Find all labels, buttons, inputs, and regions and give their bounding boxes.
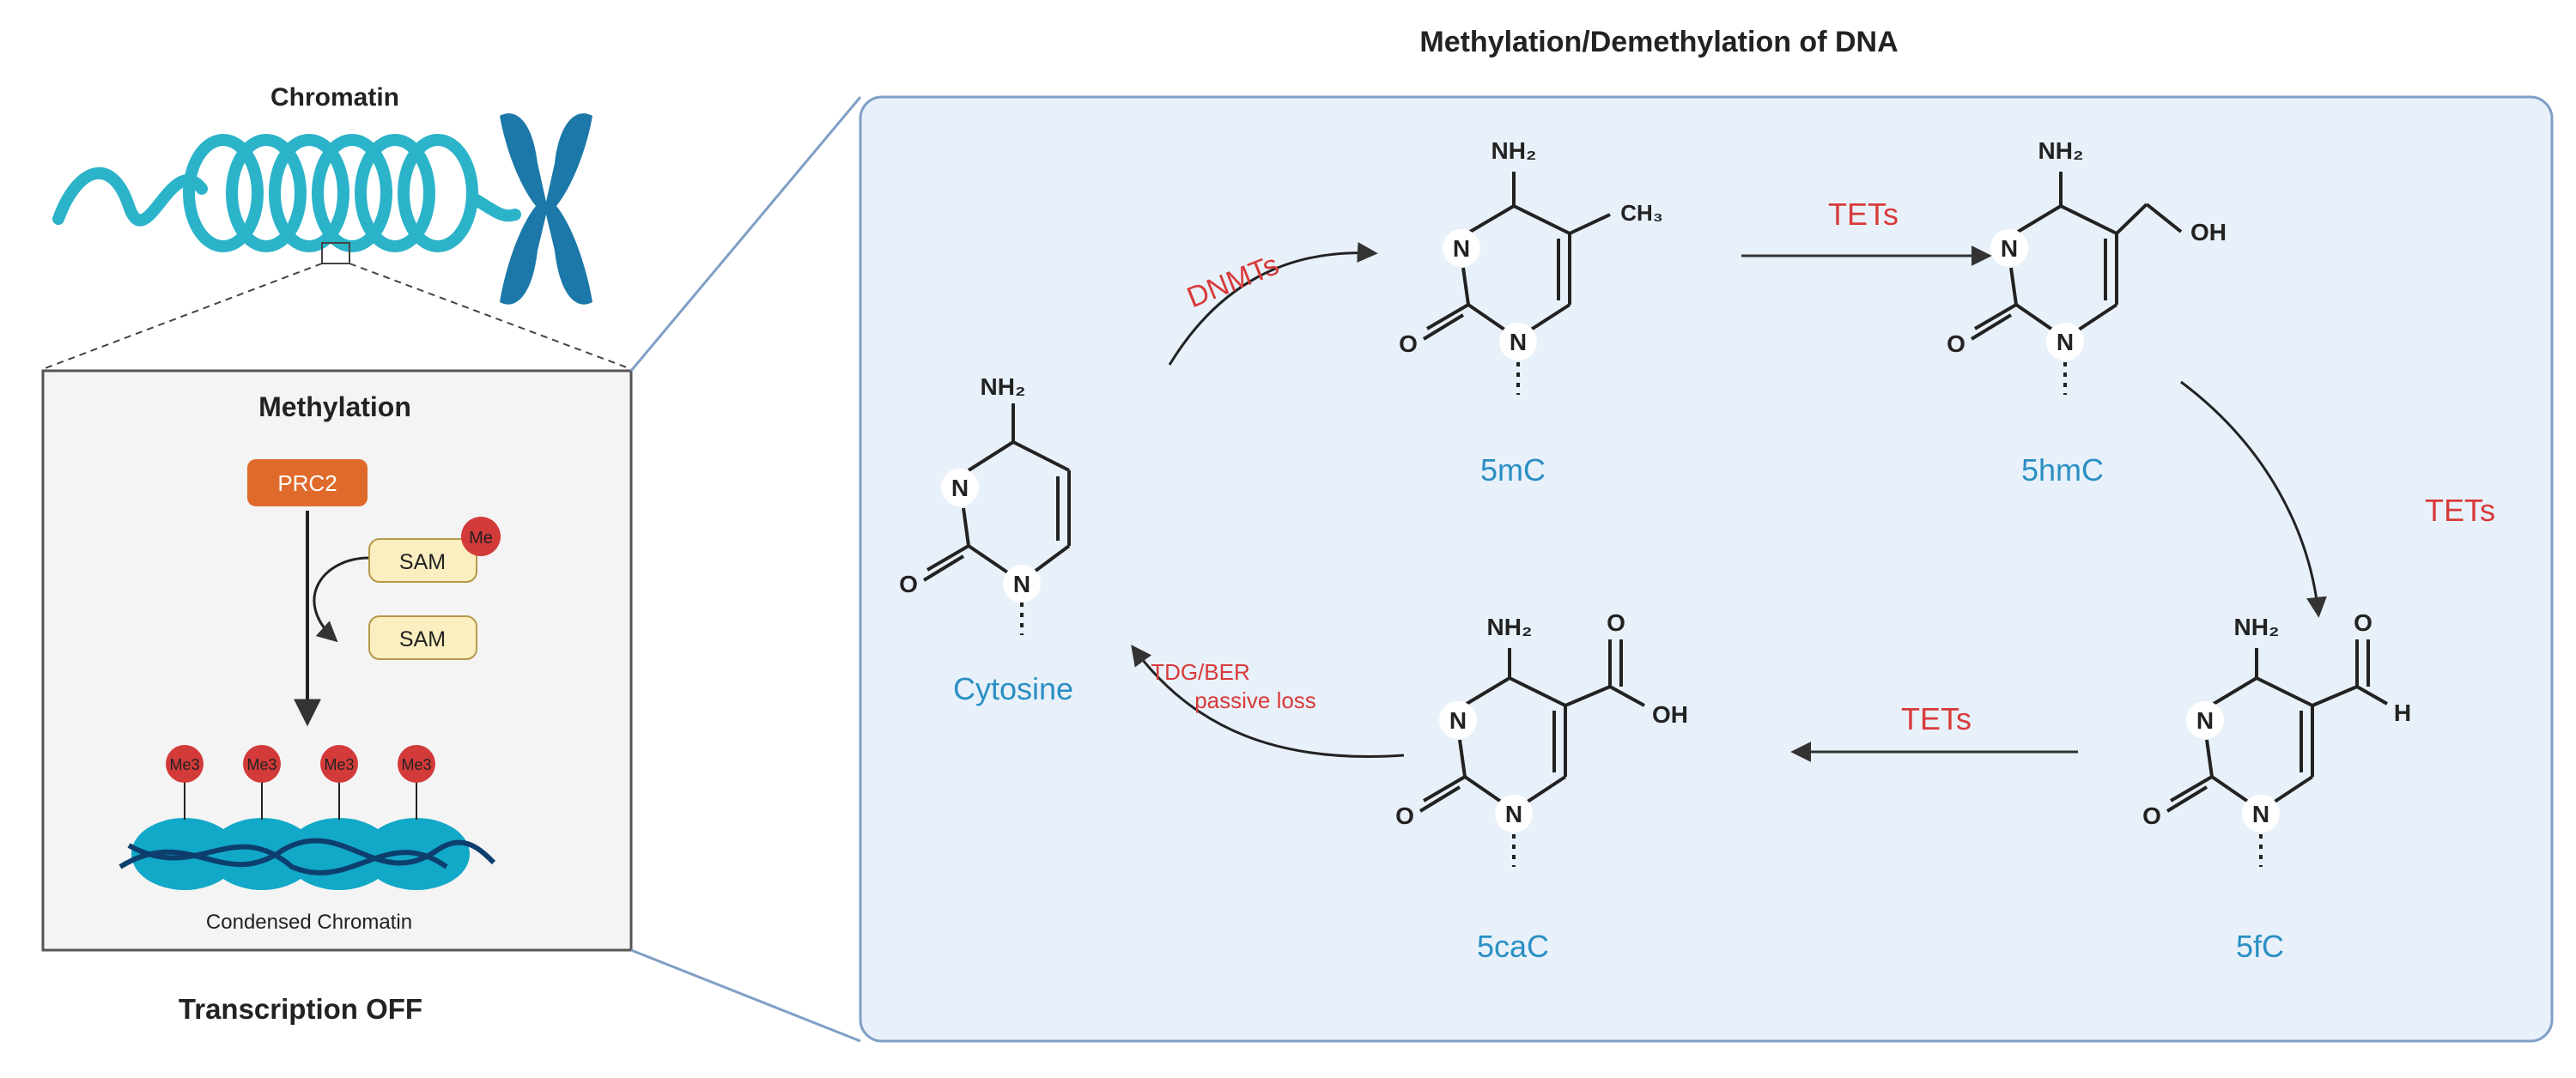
cytosine-label: Cytosine: [953, 671, 1073, 706]
me3-badges: Me3 Me3 Me3 Me3: [166, 745, 435, 783]
5cac-carboxyl-o: O: [1607, 609, 1625, 636]
chromatin-fiber-icon: [52, 134, 521, 252]
sam-bottom-box: [368, 615, 477, 660]
5mc-label: 5mC: [1480, 452, 1546, 488]
5fc-nh2: NH₂: [2234, 614, 2280, 640]
5fc-molecule: NH₂ N N O O H: [2142, 609, 2411, 867]
5cac-nh2: NH₂: [1487, 614, 1533, 640]
5cac-carboxyl-oh: OH: [1652, 701, 1688, 728]
me3-badge: [398, 745, 435, 783]
dnmts-arrow: [1168, 242, 1378, 366]
5fc-aldehyde-h: H: [2394, 699, 2411, 726]
sam-top-label: SAM: [399, 550, 446, 574]
5hmc-label: 5hmC: [2021, 452, 2104, 488]
tets-top-label: TETs: [1828, 197, 1899, 232]
prc2-box: [247, 459, 368, 506]
5hmc-o: O: [1947, 330, 1965, 357]
me3-badge: [243, 745, 281, 783]
sam-bottom-label: SAM: [399, 627, 446, 651]
5hmc-n1: N: [2057, 329, 2074, 355]
5hmc-nh2: NH₂: [2038, 137, 2084, 164]
cytosine-nh2: NH₂: [981, 373, 1026, 400]
5fc-label: 5fC: [2236, 929, 2284, 964]
cytosine-molecule: NH₂ N N O: [899, 373, 1071, 635]
5cac-label: 5caC: [1477, 929, 1549, 964]
me3-badge: [166, 745, 204, 783]
me-badge-label: Me: [469, 529, 493, 548]
me3-badge: [320, 745, 358, 783]
5hmc-n3: N: [2001, 235, 2018, 262]
methylation-heading: Methylation: [258, 391, 411, 422]
sam-top-box: [368, 538, 477, 583]
5mc-n1: N: [1510, 329, 1527, 355]
5mc-molecule: NH₂ N N O CH₃: [1399, 137, 1663, 395]
cytosine-n1: N: [1013, 571, 1030, 597]
tdg-ber-label: TDG/BER: [1151, 659, 1250, 685]
main-title: Methylation/Demethylation of DNA: [1419, 26, 1898, 58]
5fc-n3: N: [2196, 707, 2214, 734]
cytosine-o: O: [899, 571, 918, 597]
zoom-lines: [42, 263, 632, 370]
panel-connector: [629, 96, 862, 1043]
5cac-n3: N: [1449, 707, 1467, 734]
nucleosomes-icon: [118, 781, 496, 890]
zoom-box: [321, 242, 350, 264]
me3-label: Me3: [401, 756, 431, 773]
tets-right-arrow: [2180, 380, 2327, 618]
sam-transfer-arrow: [313, 556, 370, 643]
transcription-off-label: Transcription OFF: [179, 993, 422, 1025]
condensed-chromatin-label: Condensed Chromatin: [206, 911, 412, 934]
5mc-o: O: [1399, 330, 1418, 357]
prc2-label: PRC2: [277, 470, 337, 496]
5mc-n3: N: [1453, 235, 1470, 262]
tdg-ber-arrow: [1131, 645, 1405, 758]
5cac-o: O: [1395, 802, 1414, 829]
me3-label: Me3: [169, 756, 199, 773]
chromatin-label: Chromatin: [270, 83, 399, 112]
5fc-aldehyde-o: O: [2354, 609, 2372, 636]
tets-bottom-label: TETs: [1901, 701, 1971, 736]
5hmc-molecule: NH₂ N N O OH: [1947, 137, 2227, 395]
5hmc-oh: OH: [2190, 219, 2227, 245]
me-badge: [461, 517, 501, 556]
me3-label: Me3: [324, 756, 354, 773]
me3-label: Me3: [246, 756, 276, 773]
passive-loss-label: passive loss: [1194, 687, 1316, 713]
5fc-n1: N: [2252, 801, 2269, 827]
chromosome-icon: [500, 113, 592, 305]
5mc-nh2: NH₂: [1492, 137, 1537, 164]
tets-right-label: TETs: [2425, 493, 2495, 528]
pathway-panel: [859, 95, 2554, 1043]
5mc-ch3: CH₃: [1620, 200, 1663, 226]
cytosine-n3: N: [951, 475, 969, 501]
5cac-n1: N: [1505, 801, 1522, 827]
5cac-molecule: NH₂ N N O O OH: [1395, 609, 1688, 867]
5fc-o: O: [2142, 802, 2161, 829]
